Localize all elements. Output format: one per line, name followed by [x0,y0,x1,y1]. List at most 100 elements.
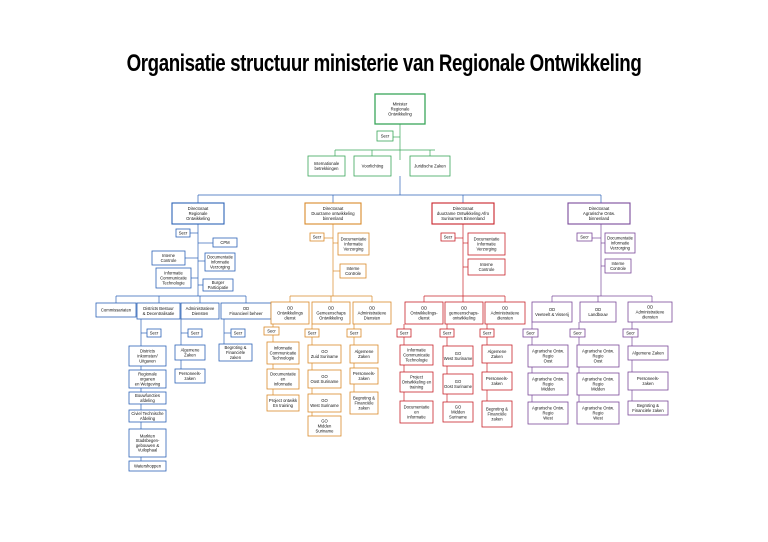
d1-secr-box: Secr [175,228,191,238]
minister-secr-box-frame [376,130,394,142]
d4-col3-secr-frame [622,328,639,338]
minister-secr-box-label: Secr [381,134,390,139]
d4-col3-box-2-frame [627,400,669,416]
d3-doc-box-frame [467,232,506,256]
d1-div-admin-frame [180,302,220,320]
d4-col1-secr-frame [522,328,539,338]
d3-col2-secr: Secr [439,328,455,338]
d2-col3-secr: Secr [346,328,362,338]
d3-col1-secr-label: Secr [400,331,409,336]
d1-div-commissariaten-frame [95,302,137,318]
d1-cpm-box: CPM [212,237,238,248]
d3-col3-box-0-frame [481,344,513,364]
d4-col2-box-1-frame [576,372,620,396]
d2-col2-box-1-frame [307,369,342,389]
d1-col3-box-1-frame [174,368,206,384]
d3-interne-box-frame [467,258,506,276]
d2-col1-box-2-frame [266,394,300,412]
d3-col3-box-1-frame [481,371,513,391]
d4-col3-box-2: Begroting &Financiële zaken [627,400,669,416]
d1-col3-box-0-frame [174,344,206,361]
d1-col4-secr: Secr [230,328,246,338]
d2-div-1-frame [311,301,351,325]
d2-col2-secr: Secr [304,328,320,338]
d2-div-2-frame [352,301,392,325]
d4-interne-box-frame [604,258,632,274]
d3-col1-secr-frame [396,328,412,338]
d2-col1-secr: Secr [263,326,280,336]
d4-col1-box-0-frame [527,344,569,368]
d1-col4-secr-frame [230,328,246,338]
d3-div-0-frame [404,301,444,325]
d3-secr-box-frame [440,232,456,242]
d1-col2-box-3-frame [128,409,167,423]
d1-div-districts-frame [136,302,181,320]
d2-interne-box-frame [339,263,367,279]
d3-col1-secr: Secr [396,328,412,338]
d4-secr-box: Secr [576,232,593,242]
d3-col1-box-0-frame [399,344,434,366]
d2-col3-box-0-frame [349,344,379,364]
d4-secr-box-label: Secr [580,235,589,240]
d2-col1-box-0-frame [266,341,300,365]
d1-doc-box-frame [204,252,236,272]
d2-doc-box-frame [337,232,370,256]
staff-box-voorlichting-frame [353,155,392,177]
d4-col2-secr-label: Secr [573,331,582,336]
d2-col2-secr-label: Secr [308,331,317,336]
d1-col3-box-1-label: Personeels-zaken [179,371,202,381]
d4-col1-secr: Secr [522,328,539,338]
d2-col3-secr-frame [346,328,362,338]
d4-head-box-frame [567,202,631,225]
d1-col2-secr: Secr [146,328,162,338]
d4-col3-secr: Secr [622,328,639,338]
d2-col2-box-2-frame [307,393,342,413]
d3-col1-box-2-frame [399,400,434,424]
